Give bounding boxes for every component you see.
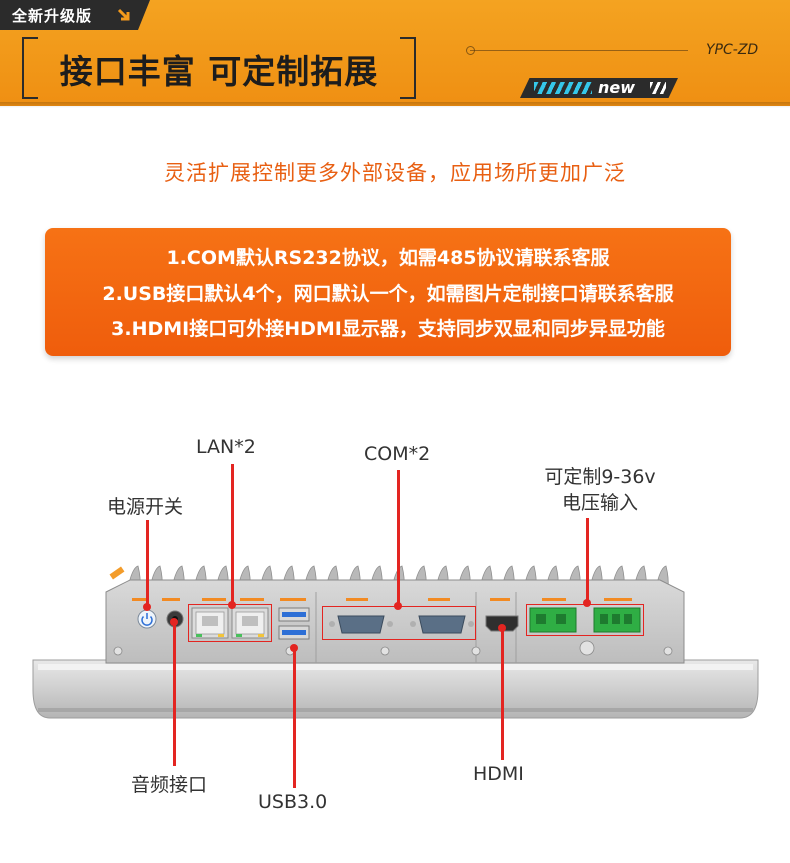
power-input-callout-dot [583,599,591,607]
power-button [137,609,157,629]
power-icon [141,615,153,626]
usb-callout-line [293,648,296,788]
callout-power-input-1: 可定制9-36v [544,466,656,488]
hdmi-callout-dot [498,624,506,632]
banner-shadow [0,102,790,108]
callout-hdmi: HDMI [473,763,524,785]
com-ports [329,615,474,634]
model-code: YPC-ZD [706,42,759,58]
corner-tag-label: 全新升级版 [12,7,93,25]
note-line-1: 1.COM默认RS232协议，如需485协议请联系客服 [166,247,610,269]
device-illustration [32,565,759,719]
decor-line [470,50,688,51]
lan-ports [191,607,269,639]
new-badge-label: new [598,78,636,97]
com-callout-line [397,470,400,607]
usb-callout-dot [290,644,298,652]
page-title: 接口丰富 可定制拓展 [59,52,379,91]
audio-callout-dot [170,618,178,626]
com-callout-dot [394,602,402,610]
callout-power-input-2: 电压输入 [561,492,638,514]
power-terminals [529,607,641,633]
power-highlight-box [526,604,644,636]
callout-usb: USB3.0 [258,791,328,813]
notes-box: 1.COM默认RS232协议，如需485协议请联系客服 2.USB接口默认4个，… [45,228,731,356]
header-banner: 全新升级版 接口丰富 可定制拓展 YPC-ZD new [0,0,790,106]
hdmi-port [485,615,519,632]
power-switch-callout-dot [143,603,151,611]
port-print [132,598,632,601]
lan-highlight-box [188,604,272,642]
screws [113,640,673,656]
note-line-2: 2.USB接口默认4个，网口默认一个，如需图片定制接口请联系客服 [102,283,674,305]
arrow-down-right-icon [117,8,130,21]
title-frame: 接口丰富 可定制拓展 [22,37,416,99]
subtitle: 灵活扩展控制更多外部设备，应用场所更加广泛 [164,161,626,185]
lan-callout-line [231,464,234,606]
com-highlight-box [322,606,476,640]
lan-callout-dot [228,601,236,609]
new-badge: new [520,78,678,98]
power-switch-callout-line [146,520,149,608]
front-panel [32,659,759,719]
callout-power-switch: 电源开关 [107,496,184,518]
power-input-callout-line [586,518,589,606]
note-line-3: 3.HDMI接口可外接HDMI显示器，支持同步双显和同步异显功能 [111,318,665,340]
callout-lan: LAN*2 [196,436,256,458]
usb-ports [278,607,310,640]
callout-com: COM*2 [364,443,431,465]
hdmi-callout-line [501,628,504,760]
callout-audio: 音频接口 [131,774,208,796]
audio-callout-line [173,622,176,766]
